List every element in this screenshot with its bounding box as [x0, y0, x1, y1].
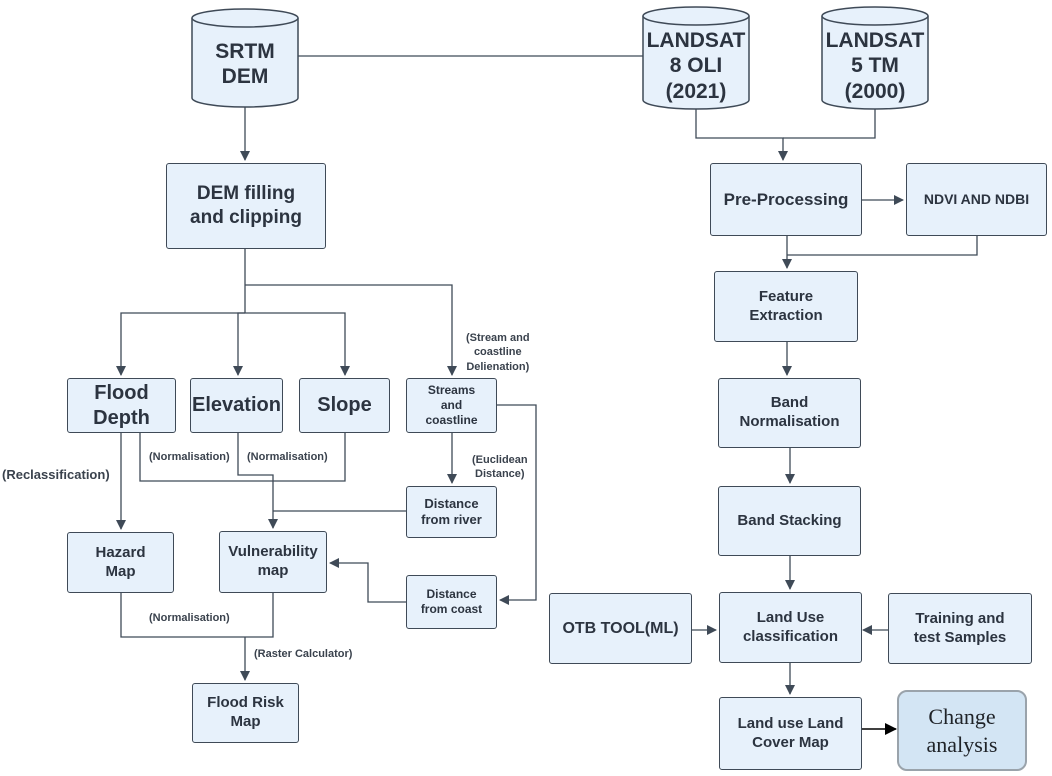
- node-pre-processing: Pre-Processing: [710, 163, 862, 236]
- cylinder-landsat-8: [642, 6, 750, 110]
- edge-slope-vulnerability: [273, 433, 346, 482]
- label-reclassification: (Reclassification): [2, 467, 110, 482]
- node-ndvi-ndbi: NDVI AND NDBI: [906, 163, 1047, 236]
- label-normalisation-elevation: (Normalisation): [149, 451, 230, 463]
- node-otb-tool: OTB TOOL(ML): [549, 593, 692, 664]
- label-raster-calculator: (Raster Calculator): [254, 648, 353, 660]
- cylinder-srtm-dem: [191, 8, 299, 108]
- edge-to-flood-depth: [116, 312, 245, 376]
- edge-ndvi-feature: [787, 236, 978, 256]
- edge-landsat5-preprocessing: [783, 109, 876, 139]
- edge-vulnerability-risk: [245, 593, 274, 638]
- node-band-stacking: Band Stacking: [718, 486, 861, 556]
- edge-streams-distance-coast: [497, 404, 537, 605]
- label-normalisation-slope: (Normalisation): [247, 451, 328, 463]
- edge-to-elevation: [233, 312, 245, 376]
- edge-to-streams: [245, 284, 457, 376]
- edge-landsat8-preprocessing: [695, 109, 788, 161]
- edge-hazard-risk: [120, 593, 245, 638]
- edge-coast-vulnerability: [329, 558, 406, 603]
- edge-to-slope: [245, 312, 350, 376]
- node-slope: Slope: [299, 378, 390, 433]
- edge-flood-vulnerability: [139, 433, 273, 482]
- label-normalisation-hazard: (Normalisation): [149, 612, 230, 624]
- edge-elevation-vulnerability: [237, 433, 278, 529]
- node-elevation: Elevation: [190, 378, 283, 433]
